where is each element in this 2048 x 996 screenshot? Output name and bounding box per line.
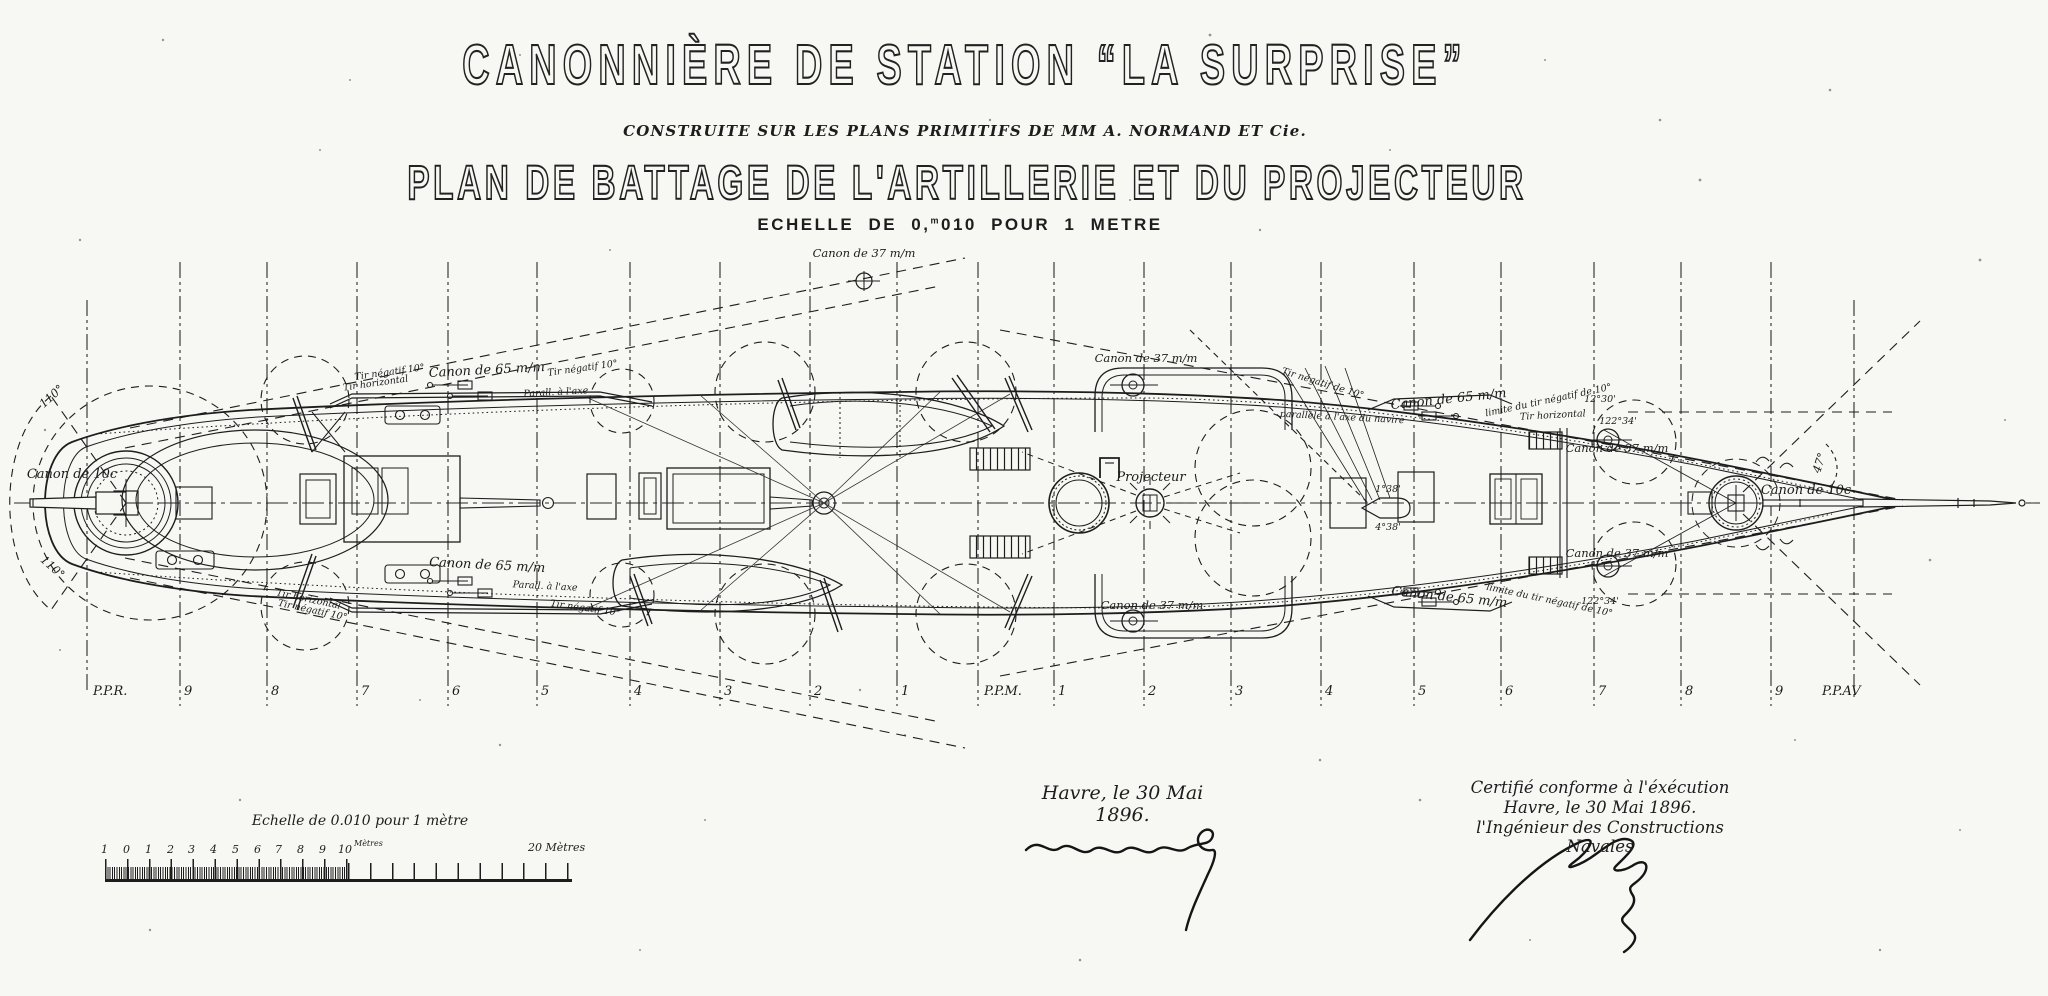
ruler-number: 5 — [232, 843, 239, 856]
mooring-plates — [155, 405, 441, 584]
ruler-number: 9 — [319, 843, 326, 856]
station-label: 7 — [361, 684, 370, 699]
station-label: 2 — [1147, 684, 1156, 699]
station-label-ppav: P.P.AV — [1821, 684, 1862, 699]
station-label: 4 — [633, 684, 642, 699]
signature-augustin-normand — [1024, 828, 1217, 932]
signature-ingenieur — [1468, 837, 1648, 954]
station-label: 3 — [724, 684, 732, 699]
station-label: P.P.R. — [92, 684, 127, 699]
label-canon37-mid-top: Canon de 37 m/m — [1095, 351, 1198, 365]
date-line: Havre, le 30 Mai 1896. — [1041, 782, 1204, 826]
label-canon65-aft-top: Canon de 65 m/m — [428, 360, 545, 381]
ruler-number: 0 — [123, 843, 130, 856]
cert-line2: Havre, le 30 Mai 1896. — [1503, 797, 1697, 817]
label-tir-horizontal-fwd: Tir horizontal — [1520, 408, 1586, 422]
signature-strokes — [1024, 828, 1648, 954]
label-canon10-fwd: Canon de 10c — [1761, 483, 1852, 498]
ruler-title: Echelle de 0.010 pour 1 mètre — [251, 813, 469, 829]
searchlight-projector — [1021, 451, 1248, 555]
label-canon10-aft: Canon de 10c — [27, 467, 118, 482]
bow-gun-10c — [1603, 429, 1864, 577]
ruler-number: 2 — [167, 843, 174, 856]
label-canon37-top: Canon de 37 m/m — [813, 246, 916, 260]
station-label: 1 — [901, 684, 909, 699]
label-canon37-fwd-bot: Canon de 37 m/m — [1566, 546, 1669, 560]
ruler-fine-ticks — [105, 867, 348, 879]
station-label: 6 — [1505, 684, 1513, 699]
label-angle1230: 12°30' — [1584, 394, 1616, 405]
fire-arc-lines — [9, 257, 1921, 749]
station-label: 3 — [1235, 684, 1243, 699]
station-label: 5 — [1418, 684, 1426, 699]
ruler-end-label: 20 Mètres — [528, 841, 586, 854]
label-tir-negatif-de: Tir négatif de 10° — [1280, 366, 1365, 401]
ruler-baseline — [105, 879, 572, 882]
label-parall-axe-bot: Parall. à l'axe — [511, 579, 578, 593]
ruler-number: 4 — [210, 843, 217, 856]
ruler-number: 1 — [101, 843, 108, 856]
station-label: 9 — [184, 684, 192, 699]
gun-training-arcs — [32, 341, 1677, 665]
label-canon37-mid-bot: Canon de 37 m/m — [1101, 598, 1204, 612]
station-label: 5 — [541, 684, 549, 699]
station-label: 6 — [452, 684, 460, 699]
plan-heading: PLAN DE BATTAGE DE L'ARTILLERIE ET DU PR… — [407, 155, 1527, 210]
label-angle110-top: 110° — [36, 382, 66, 411]
label-canon65-aft-bot: Canon de 65 m/m — [429, 555, 546, 576]
station-label: 1 — [1058, 684, 1066, 699]
station-label: 9 — [1775, 684, 1783, 699]
paper-speckles — [43, 33, 2006, 962]
scale-note-suffix: 010 POUR 1 METRE — [941, 215, 1163, 234]
drawing-labels: Canon de 10c Canon de 10c Canon de 65 m/… — [27, 246, 1852, 623]
hatch-gratings — [969, 431, 1563, 575]
label-tir-negatif-mid-top: Tir négatif 10° — [547, 358, 618, 379]
station-labels: P.P.R. 9 8 7 6 5 4 3 2 1 P.P.M. 1 2 3 4 … — [92, 684, 1862, 699]
scale-ruler: Echelle de 0.010 pour 1 mètre 1 0 1 2 3 … — [100, 813, 600, 895]
plan-title: CANONNIÈRE DE STATION “LA SURPRISE” — [462, 33, 1468, 98]
label-angle110-bot: 110° — [38, 553, 68, 582]
label-projecteur: Projecteur — [1115, 470, 1186, 485]
station-label: 2 — [813, 684, 822, 699]
label-angle12234-top: 122°34' — [1599, 416, 1637, 427]
station-label: 4 — [1324, 684, 1333, 699]
label-angle138: 1°38' — [1375, 484, 1401, 495]
ruler-number: 6 — [254, 843, 261, 856]
scale-note-prefix: ECHELLE DE 0, — [757, 215, 931, 234]
guns-65mm — [426, 380, 1460, 607]
station-label: 7 — [1598, 684, 1607, 699]
label-angle12234-bot: 122°34' — [1581, 596, 1619, 607]
scale-note: ECHELLE DE 0,m010 POUR 1 METRE — [0, 215, 1920, 235]
station-label-ppm: P.P.M. — [983, 684, 1022, 699]
ruler-number: 1 — [145, 843, 152, 856]
label-canon37-fwd-top: Canon de 37 m/m — [1566, 441, 1669, 455]
sponsons-37mm — [1094, 367, 1293, 639]
cert-line1: Certifié conforme à l'éxécution — [1470, 778, 1730, 797]
plan-subtitle: CONSTRUITE SUR LES PLANS PRIMITIFS DE MM… — [623, 122, 1307, 140]
station-label: 8 — [1685, 684, 1693, 699]
ruler-number: 8 — [297, 843, 304, 856]
label-parall-axe-top: Parall. à l'axe — [522, 385, 589, 399]
scale-note-sup: m — [930, 215, 941, 226]
stern-gun-10c — [29, 450, 213, 556]
label-angle47: 47° — [1809, 451, 1829, 476]
ruler-metres-sup: Mètres — [354, 839, 383, 848]
forecastle-structures — [1329, 428, 1568, 578]
ruler-number: 10 — [338, 843, 352, 856]
aft-deck-structures — [121, 411, 555, 571]
label-angle438: 4°38' — [1374, 522, 1401, 533]
ruler-number: 7 — [275, 843, 282, 856]
certification-block: Certifié conforme à l'éxécution Havre, l… — [1450, 778, 1750, 857]
cert-line3: l'Ingénieur des Constructions Navales — [1476, 817, 1724, 857]
station-label: 8 — [271, 684, 279, 699]
midship-structures — [586, 271, 1011, 615]
funnel — [1048, 457, 1120, 534]
bowsprit — [1859, 498, 2044, 508]
ruler-number: 3 — [188, 843, 195, 856]
ships-boats — [292, 365, 1411, 633]
ruler-sparse-ticks — [348, 863, 569, 879]
